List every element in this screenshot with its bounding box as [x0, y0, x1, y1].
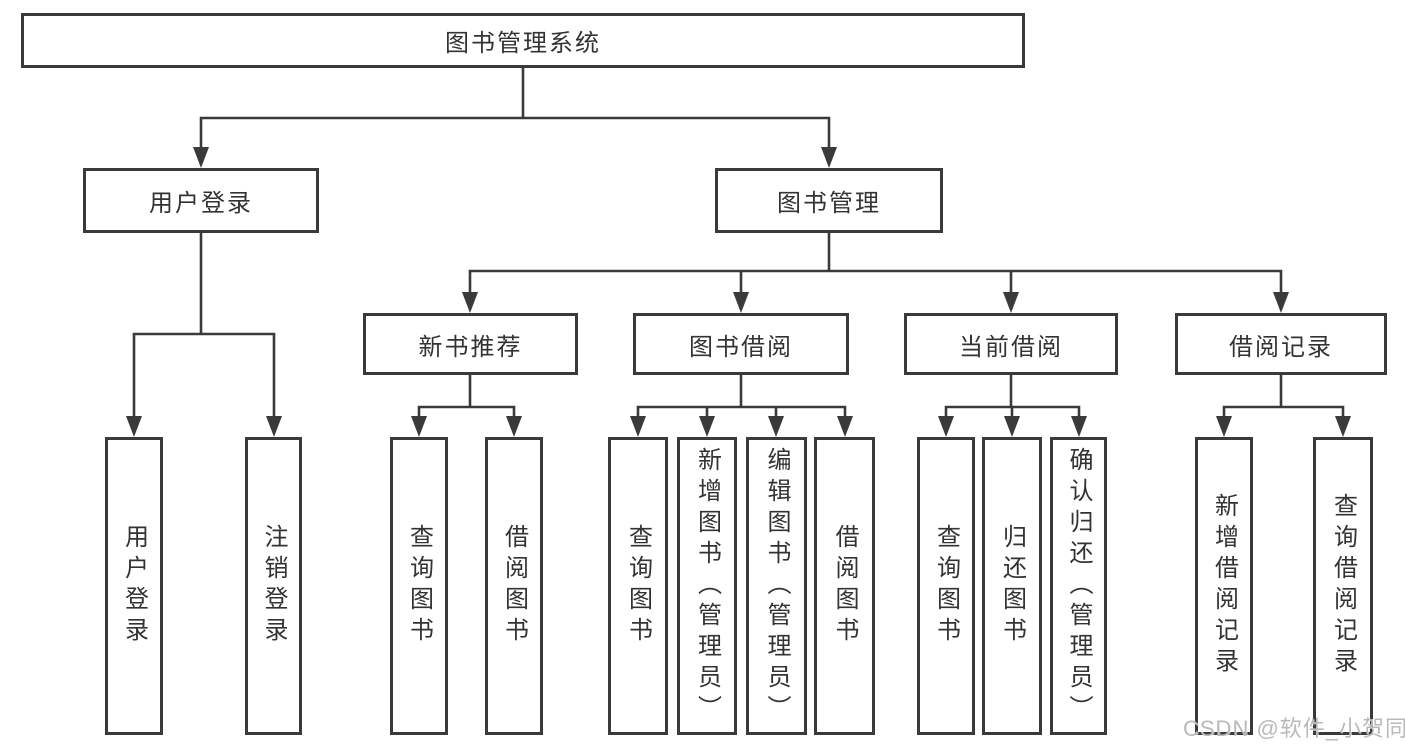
leaf-query-books-recommend: 查询图书	[390, 437, 448, 735]
leaf-user-login: 用户登录	[105, 437, 163, 735]
node-label: 图书借阅	[689, 333, 793, 361]
leaf-edit-book-admin: 编辑图书（管理员）	[746, 437, 807, 735]
node-label: 新增图书（管理员）	[693, 446, 721, 726]
node-new-book-recommend: 新书推荐	[363, 313, 578, 375]
leaf-query-books-current: 查询图书	[917, 437, 975, 735]
node-label: 归还图书	[998, 524, 1026, 648]
node-label: 图书管理	[777, 190, 881, 217]
node-label: 借阅记录	[1229, 333, 1333, 361]
node-book-management: 图书管理	[715, 168, 943, 233]
leaf-add-borrow-record: 新增借阅记录	[1195, 437, 1253, 735]
node-label: 用户登录	[120, 524, 148, 648]
leaf-logout: 注销登录	[245, 437, 302, 735]
leaf-borrow-books: 借阅图书	[814, 437, 875, 735]
node-label: 确认归还（管理员）	[1065, 446, 1092, 726]
csdn-watermark: CSDN @软件_小贺同学	[1183, 716, 1405, 741]
node-label: 查询图书	[624, 524, 652, 648]
node-borrow-records: 借阅记录	[1175, 313, 1387, 375]
leaf-borrow-books-recommend: 借阅图书	[485, 437, 543, 735]
node-label: 查询图书	[932, 524, 960, 648]
node-label: 新书推荐	[418, 333, 523, 361]
node-library-system: 图书管理系统	[21, 13, 1025, 68]
node-label: 新增借阅记录	[1210, 493, 1238, 679]
leaf-query-borrow-record: 查询借阅记录	[1313, 437, 1373, 735]
node-label: 用户登录	[149, 190, 253, 217]
node-label: 注销登录	[260, 524, 287, 648]
node-book-borrowing: 图书借阅	[633, 313, 849, 375]
node-label: 借阅图书	[500, 524, 528, 648]
leaf-return-book: 归还图书	[982, 437, 1042, 735]
node-label: 编辑图书（管理员）	[763, 446, 790, 726]
node-label: 查询图书	[405, 524, 433, 648]
node-label: 借阅图书	[831, 524, 858, 648]
node-current-borrowing: 当前借阅	[904, 313, 1118, 375]
node-label: 图书管理系统	[445, 30, 601, 57]
node-label: 当前借阅	[959, 333, 1063, 361]
leaf-confirm-return-admin: 确认归还（管理员）	[1050, 437, 1107, 735]
leaf-add-book-admin: 新增图书（管理员）	[677, 437, 737, 735]
leaf-query-books-borrowing: 查询图书	[608, 437, 668, 735]
node-label: 查询借阅记录	[1329, 493, 1357, 679]
node-user-login: 用户登录	[83, 168, 319, 233]
